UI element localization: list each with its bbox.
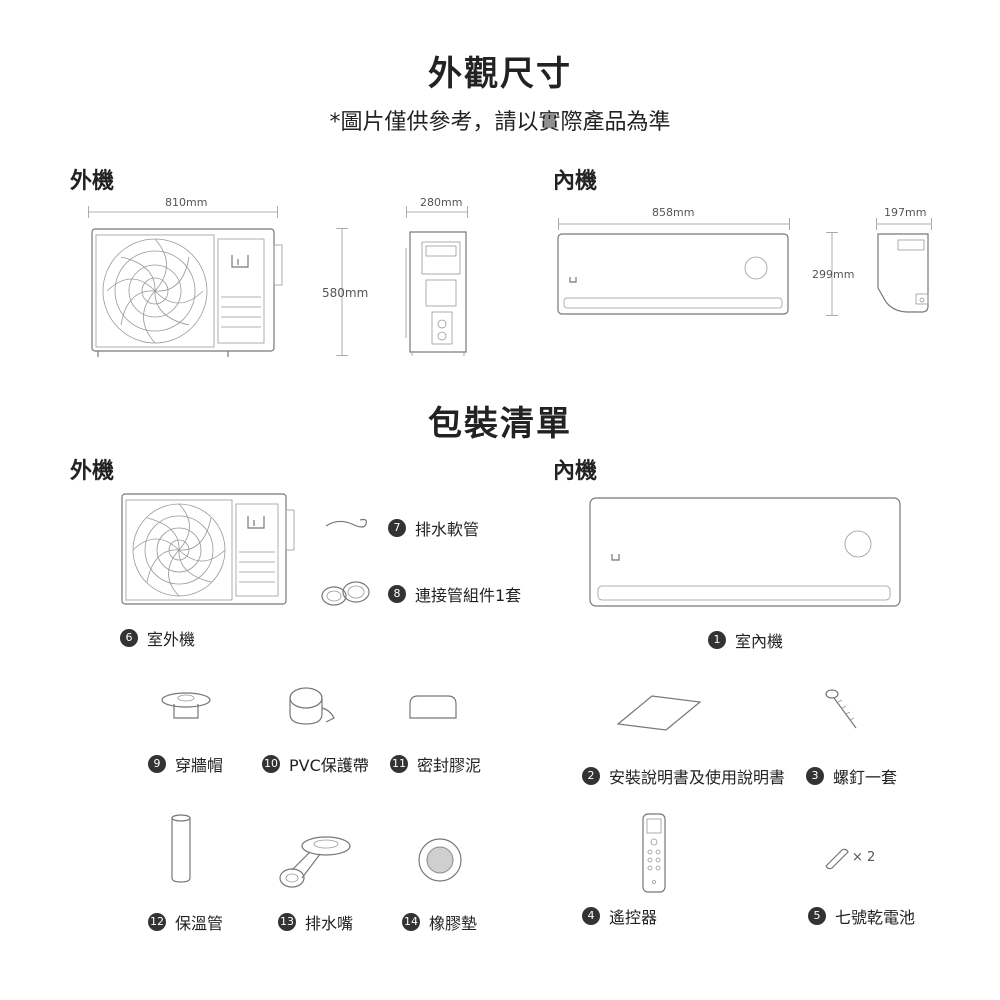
item-label: 密封膠泥 [417,756,482,775]
outdoor-height-label: 580mm [322,286,369,300]
item-number-badge: 12 [148,913,166,931]
screw-icon [825,689,857,729]
indoor-depth-label: 197mm [884,206,927,219]
rubber-pad-icon [418,838,462,882]
item-label: PVC保護帶 [289,756,369,775]
item-label: 安裝說明書及使用說明書 [609,768,786,787]
pack-item-13: 13 排水嘴 [278,910,353,934]
pack-item-3: 3 螺釘一套 [806,764,897,788]
dim-outdoor-label: 外機 [70,169,115,194]
item-label: 七號乾電池 [835,908,916,927]
item-number-badge: 1 [708,631,726,649]
item-number-badge: 2 [582,767,600,785]
item-number-badge: 14 [402,913,420,931]
item-label: 橡膠墊 [429,914,478,933]
indoor-depth-dimension [876,218,932,230]
pvc-tape-icon [289,687,335,725]
manual-icon [616,695,702,731]
item-number-badge: 4 [582,907,600,925]
item-label: 遙控器 [609,908,658,927]
outdoor-unit-front-icon [91,228,283,357]
indoor-unit-side-icon [877,233,929,313]
item-label: 連接管組件1套 [415,586,522,605]
pack-item-11: 11 密封膠泥 [390,752,481,776]
remote-icon [642,813,666,893]
outdoor-unit-side-icon [405,231,467,356]
pack-item-4: 4 遙控器 [582,904,657,928]
item-number-badge: 10 [262,755,280,773]
wall-cap-icon [161,692,211,719]
item-number-badge: 11 [390,755,408,773]
packing-title: 包裝清單 [428,404,572,444]
pack-item-12: 12 保溫管 [148,910,223,934]
pack-item-6: 6 室外機 [120,626,195,650]
item-number-badge: 3 [806,767,824,785]
item-number-badge: 7 [388,519,406,537]
indoor-unit-front-icon [557,233,789,315]
outdoor-width-dimension [88,206,278,218]
pack-item-9: 9 穿牆帽 [148,752,223,776]
outdoor-depth-dimension [406,206,468,218]
item-number-badge: 5 [808,907,826,925]
pack-item-14: 14 橡膠墊 [402,910,477,934]
indoor-width-dimension [558,218,790,230]
item-label: 室內機 [735,632,784,651]
battery-icon [825,848,849,870]
item-number-badge: 6 [120,629,138,647]
pack-item-10: 10 PVC保護帶 [262,752,369,776]
pack-indoor-label: 內機 [553,459,598,484]
indoor-height-dimension [826,232,838,316]
sealant-icon [409,695,457,719]
indoor-unit-icon [589,497,901,607]
outdoor-width-label: 810mm [165,196,208,209]
pack-item-5: 5 七號乾電池 [808,904,915,928]
item-label: 穿牆帽 [175,756,224,775]
item-number-badge: 8 [388,585,406,603]
dim-indoor-label: 內機 [553,169,598,194]
drain-nozzle-icon [279,836,351,888]
insulation-tube-icon [171,814,191,883]
item-number-badge: 13 [278,913,296,931]
pipe-kit-icon [321,581,370,606]
item-label: 螺釘一套 [833,768,898,787]
item-label: 排水嘴 [305,914,354,933]
item-label: 保溫管 [175,914,224,933]
outdoor-unit-icon [121,493,295,605]
item-number-badge: 9 [148,755,166,773]
pack-item-2: 2 安裝說明書及使用說明書 [582,764,785,788]
pack-item-1: 1 室內機 [708,628,783,652]
disclaimer-note: *圖片僅供參考，請以實際產品為準 [329,110,671,135]
outdoor-depth-label: 280mm [420,196,463,209]
pack-item-7: 7 排水軟管 [388,516,479,540]
pack-outdoor-label: 外機 [70,459,115,484]
pack-item-8: 8 連接管組件1套 [388,582,521,606]
outdoor-height-dimension [336,228,348,356]
indoor-width-label: 858mm [652,206,695,219]
drain-hose-icon [325,518,367,528]
indoor-height-label: 299mm [812,268,855,281]
item-label: 排水軟管 [415,520,480,539]
item-label: 室外機 [147,630,196,649]
dimensions-title: 外觀尺寸 [428,54,572,94]
battery-quantity: × 2 [852,850,876,865]
